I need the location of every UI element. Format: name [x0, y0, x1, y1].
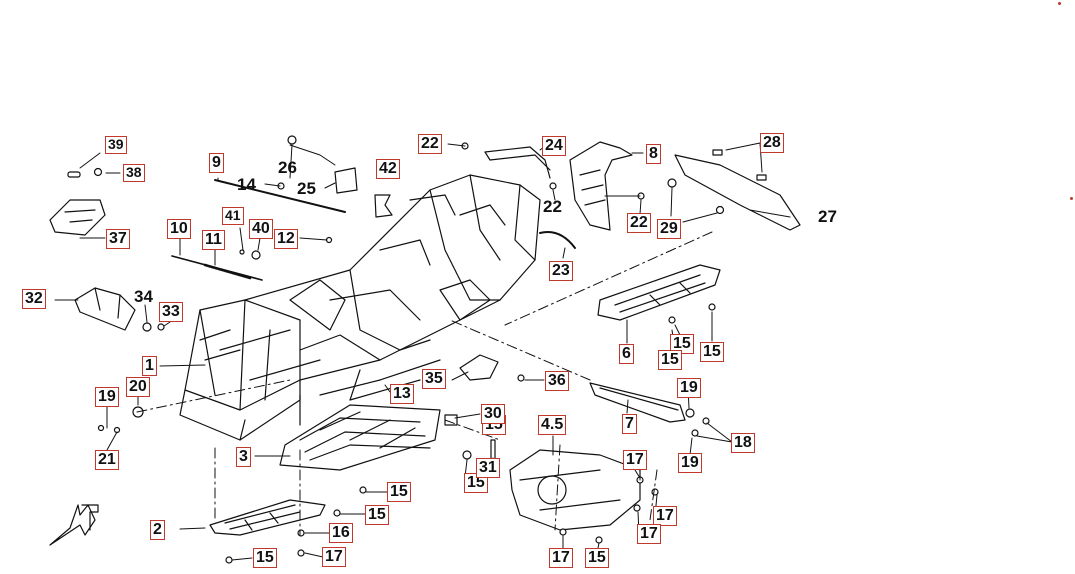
callout-17: 17	[322, 547, 346, 567]
callout-17: 17	[623, 450, 647, 470]
callout-12: 12	[274, 229, 298, 249]
bolt-set	[67, 135, 767, 564]
callout-21: 21	[95, 450, 119, 470]
callout-18: 18	[731, 433, 755, 453]
callout-36: 36	[545, 371, 569, 391]
main-frame	[179, 174, 541, 441]
callout-30: 30	[481, 404, 505, 424]
marker-dot	[1070, 197, 1073, 200]
callout-26: 26	[278, 158, 297, 177]
callout-9: 9	[209, 153, 224, 173]
callout-32: 32	[22, 289, 46, 309]
callout-15: 15	[585, 548, 609, 568]
callout-28: 28	[760, 133, 784, 153]
rod-9	[214, 179, 346, 213]
callout-4-5: 4.5	[538, 415, 567, 435]
callout-15: 15	[700, 342, 724, 362]
callout-15: 15	[670, 334, 694, 354]
plate-25	[334, 167, 358, 194]
callout-15: 15	[464, 473, 488, 493]
callout-17: 17	[637, 524, 661, 544]
callout-13: 13	[390, 384, 414, 404]
callout-16: 16	[329, 523, 353, 543]
strap-23	[539, 231, 576, 249]
callout-25: 25	[297, 179, 316, 198]
callout-34: 34	[134, 287, 153, 306]
callout-8: 8	[646, 144, 661, 164]
callout-38: 38	[123, 164, 145, 182]
fender-4-5	[509, 449, 641, 531]
callout-39: 39	[105, 136, 127, 154]
callout-15: 15	[387, 482, 411, 502]
callout-15: 15	[365, 505, 389, 525]
callout-40: 40	[249, 219, 273, 239]
callout-17: 17	[653, 506, 677, 526]
skid-plate-3	[279, 404, 441, 471]
callout-7: 7	[622, 414, 637, 434]
callout-17: 17	[549, 548, 573, 568]
plate-42	[374, 194, 393, 218]
callout-22: 22	[418, 134, 442, 154]
callout-37: 37	[106, 229, 130, 249]
bracket-37	[49, 199, 106, 236]
skid-plate-2	[209, 499, 326, 536]
bracket-32	[74, 287, 136, 331]
callout-2: 2	[150, 520, 165, 540]
callout-19: 19	[677, 378, 701, 398]
spring-11	[203, 263, 252, 280]
callout-42: 42	[376, 159, 400, 179]
callout-35: 35	[422, 369, 446, 389]
callout-19: 19	[678, 453, 702, 473]
cover-27	[674, 154, 801, 231]
callout-10: 10	[167, 219, 191, 239]
rear-plate-7	[589, 382, 686, 423]
callout-3: 3	[236, 447, 251, 467]
callout-20: 20	[126, 377, 150, 397]
marker-dot	[1058, 2, 1061, 5]
callout-33: 33	[159, 302, 183, 322]
callout-15: 15	[253, 548, 277, 568]
guide-lines	[136, 231, 713, 536]
callout-11: 11	[202, 230, 225, 250]
callout-19: 19	[95, 387, 119, 407]
callout-27: 27	[818, 207, 837, 226]
callout-41: 41	[222, 207, 244, 225]
callout-22: 22	[543, 197, 562, 216]
guard-8	[569, 141, 633, 231]
callout-1: 1	[142, 356, 157, 376]
callout-22: 22	[627, 213, 651, 233]
callout-23: 23	[549, 261, 573, 281]
callout-15: 15	[658, 350, 682, 370]
callout-31: 31	[476, 458, 500, 478]
front-arrow-icon	[49, 504, 99, 546]
pedal-35	[459, 354, 499, 381]
callout-24: 24	[542, 136, 566, 156]
callout-29: 29	[657, 219, 681, 239]
callout-6: 6	[619, 344, 634, 364]
rack-bar-24	[484, 146, 551, 179]
callout-14: 14	[237, 175, 256, 194]
skid-plate-6	[597, 264, 721, 321]
